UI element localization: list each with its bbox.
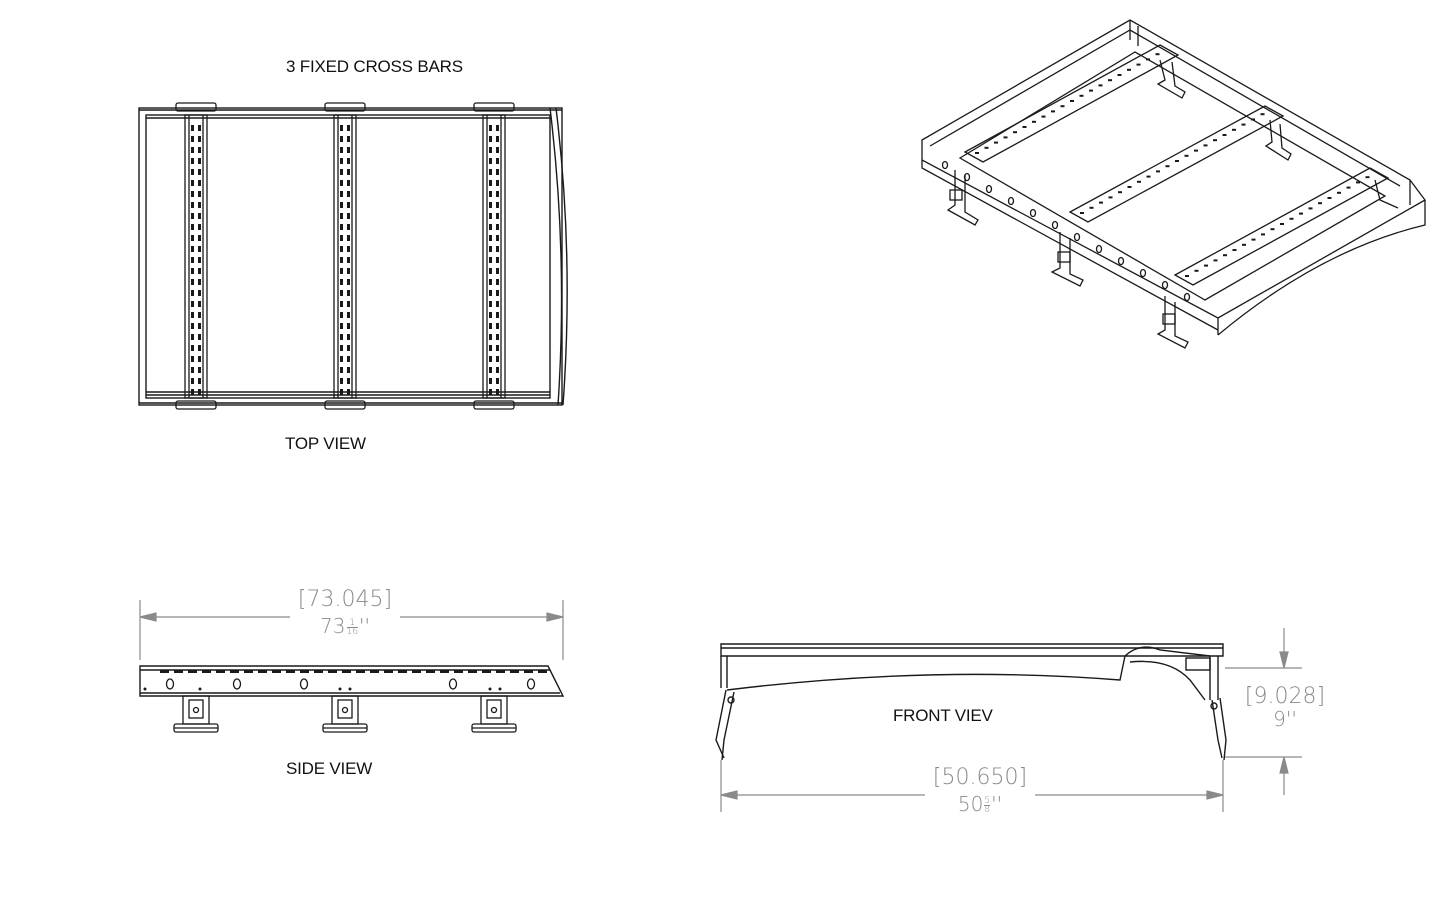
width-decimal: [50.650] [932, 765, 1028, 790]
mount-foot [322, 695, 368, 733]
cross-bar [473, 102, 515, 410]
front-view-label: FRONT VIEV [893, 706, 993, 725]
top-view-label: TOP VIEW [285, 434, 366, 453]
mount-foot [471, 695, 517, 733]
side-view-label: SIDE VIEW [286, 759, 373, 778]
cross-bar [324, 102, 366, 410]
height-whole: 9'' [1273, 707, 1297, 731]
height-dimension: [9.028] 9'' [1240, 684, 1330, 731]
cross-bar [175, 102, 217, 410]
mount-foot [173, 695, 219, 733]
height-decimal: [9.028] [1244, 684, 1326, 709]
cross-bars-label: 3 FIXED CROSS BARS [286, 57, 463, 76]
length-decimal: [73.045] [297, 587, 393, 612]
